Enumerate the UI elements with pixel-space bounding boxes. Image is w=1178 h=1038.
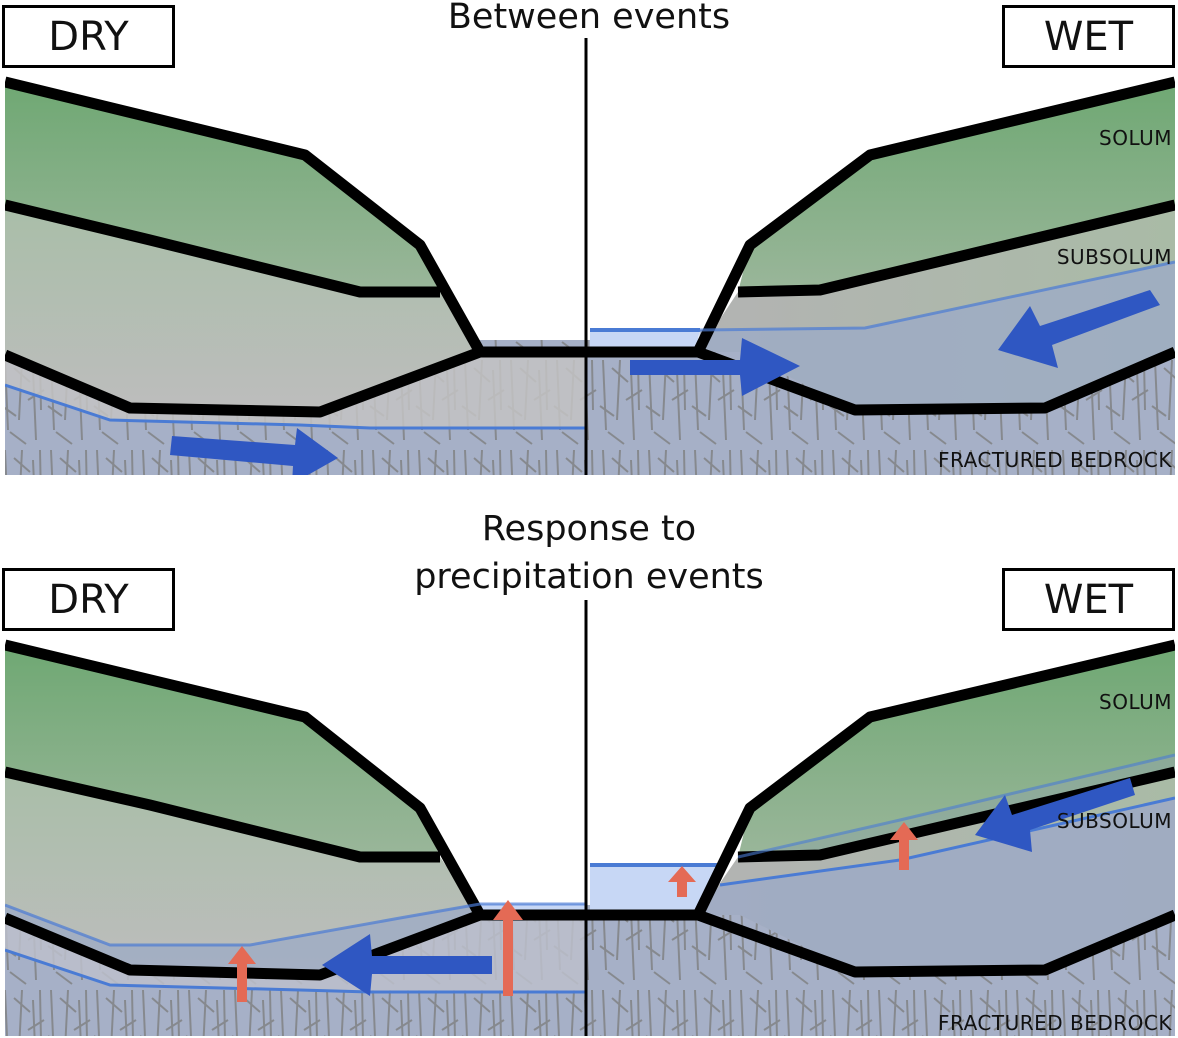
- bottom-right-flow-arrow: [975, 778, 1135, 852]
- top-left-solum: [5, 82, 440, 292]
- top-left-flow-arrow: [170, 428, 338, 475]
- top-right-flow-arrow-toward-stream: [630, 338, 800, 396]
- bottom-left-rise-arrow-1: [228, 946, 256, 1002]
- top-panel: [5, 76, 1175, 475]
- top-right-solum: [738, 82, 1175, 292]
- bottom-right-rise-arrow-2: [890, 822, 918, 870]
- top-left-subsolum: [5, 205, 480, 412]
- top-right-saturated-zone: [698, 262, 1175, 410]
- bottom-left-rise-arrow-2: [493, 900, 523, 996]
- top-right-flow-arrow-downslope: [998, 290, 1160, 368]
- top-right-water-table: [699, 260, 1175, 332]
- bottom-right-state-box: WET: [1002, 568, 1175, 631]
- bottom-solum-label: SOLUM: [1099, 690, 1172, 714]
- bottom-left-perched-table: [5, 902, 585, 947]
- bottom-right-rise-arrow-1: [668, 866, 696, 897]
- bottom-left-flow-arrow: [322, 934, 492, 996]
- bottom-left-solum: [5, 645, 440, 857]
- bottom-panel-title-line1: Response to: [481, 509, 697, 549]
- bottom-panel-title-line2: precipitation events: [414, 557, 764, 597]
- bottom-panel: [5, 639, 1175, 1036]
- top-left-state-box: DRY: [2, 5, 175, 68]
- bottom-left-water-table: [5, 948, 585, 994]
- top-left-water-table: [5, 383, 585, 430]
- top-left-layer-boundaries: [5, 76, 585, 418]
- bottom-bedrock-label: FRACTURED BEDROCK: [937, 1011, 1172, 1035]
- top-bedrock-label: FRACTURED BEDROCK: [937, 448, 1172, 472]
- bottom-right-saturated-zone: [698, 798, 1175, 972]
- bottom-subsolum-label: SUBSOLUM: [1056, 809, 1172, 833]
- bottom-right-layer-boundaries: [585, 639, 1175, 978]
- top-right-state-box: WET: [1002, 5, 1175, 68]
- top-subsolum-label: SUBSOLUM: [1056, 245, 1172, 269]
- top-panel-title: Between events: [447, 0, 731, 37]
- bottom-left-state-box: DRY: [2, 568, 175, 631]
- top-solum-label: SOLUM: [1099, 126, 1172, 150]
- bottom-right-perched-table: [737, 753, 1175, 859]
- bottom-right-solum: [738, 645, 1175, 857]
- top-right-layer-boundaries: [585, 76, 1175, 416]
